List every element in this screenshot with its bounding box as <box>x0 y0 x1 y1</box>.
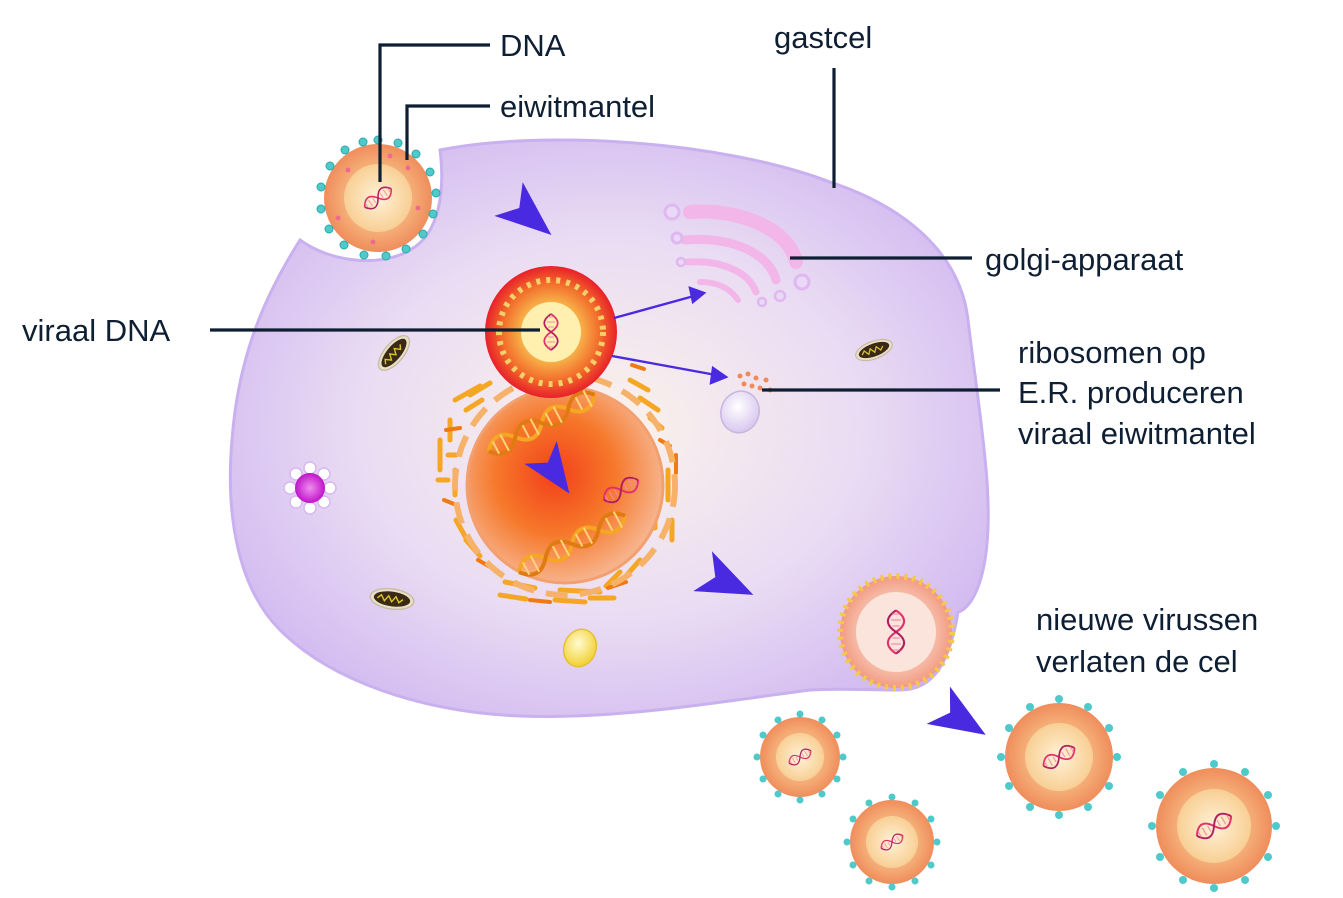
label-viraal-dna: viraal DNA <box>22 313 170 348</box>
label-ribosomen-1: ribosomen op <box>1018 335 1206 370</box>
released-virus-3 <box>997 695 1121 819</box>
label-nieuwe-2: verlaten de cel <box>1036 644 1238 679</box>
entering-virus <box>316 135 441 261</box>
leader-dna <box>378 43 490 182</box>
label-ribosomen-3: viraal eiwitmantel <box>1018 416 1256 451</box>
uncoating-virus <box>485 266 617 398</box>
lysosome <box>283 461 337 515</box>
budding-virus <box>837 573 955 691</box>
vesicle <box>720 390 760 434</box>
endoplasmic-reticulum <box>435 363 678 605</box>
label-golgi: golgi-apparaat <box>985 242 1184 277</box>
label-dna: DNA <box>500 28 566 63</box>
arrow-exit <box>926 686 998 754</box>
released-virus-2 <box>843 793 941 891</box>
released-virus-4 <box>1148 760 1280 892</box>
label-eiwitmantel: eiwitmantel <box>500 89 655 124</box>
label-nieuwe-1: nieuwe virussen <box>1036 602 1258 637</box>
leader-eiwitmantel <box>405 104 490 160</box>
label-gastcel: gastcel <box>774 20 872 55</box>
golgi-apparatus <box>663 203 811 308</box>
released-virus-1 <box>753 710 847 804</box>
yellow-vesicle <box>562 628 598 668</box>
arrow-to-golgi <box>613 286 707 320</box>
arrow-to-er <box>611 354 729 385</box>
label-ribosomen-2: E.R. produceren <box>1018 375 1244 410</box>
